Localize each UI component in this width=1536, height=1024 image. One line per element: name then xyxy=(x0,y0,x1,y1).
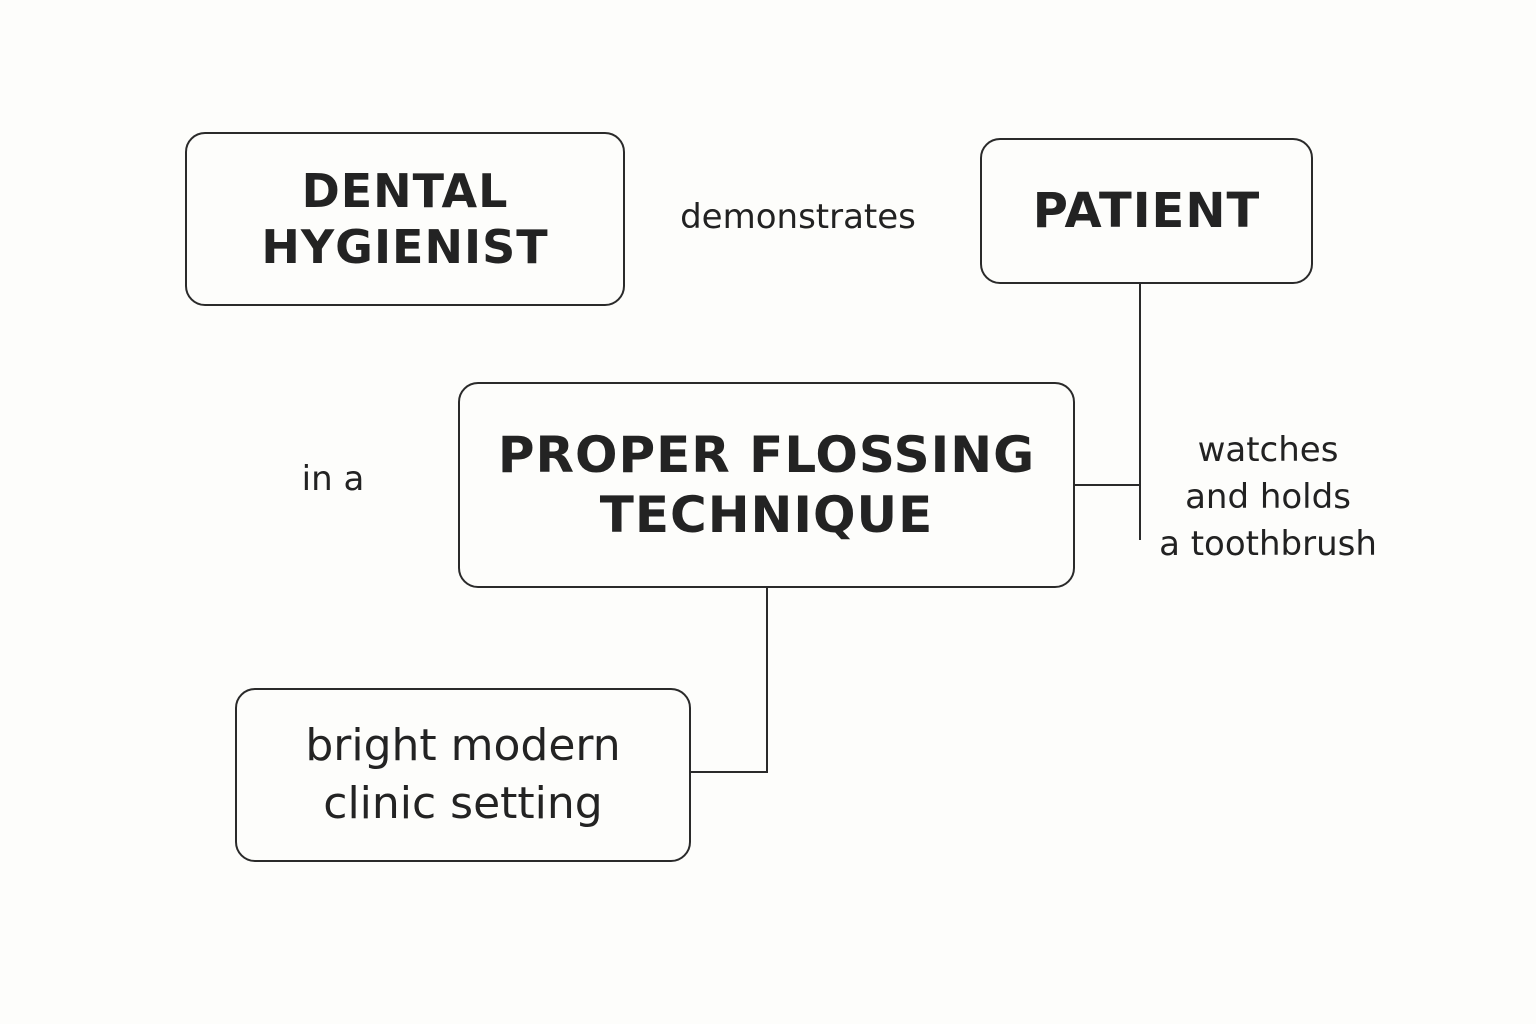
node-dental-hygienist-label: DENTAL HYGIENIST xyxy=(261,164,549,274)
node-patient-label: PATIENT xyxy=(1032,183,1261,239)
connector-technique-to-setting xyxy=(691,587,768,773)
node-proper-flossing-technique: PROPER FLOSSING TECHNIQUE xyxy=(458,382,1075,588)
node-dental-hygienist: DENTAL HYGIENIST xyxy=(185,132,625,306)
edge-label-demonstrates: demonstrates xyxy=(680,197,916,237)
node-proper-flossing-technique-label: PROPER FLOSSING TECHNIQUE xyxy=(497,426,1036,544)
node-patient: PATIENT xyxy=(980,138,1313,284)
edge-label-watches-and-holds: watches and holds a toothbrush xyxy=(1159,430,1377,564)
node-clinic-setting-label: bright modern clinic setting xyxy=(305,720,621,829)
node-clinic-setting: bright modern clinic setting xyxy=(235,688,691,862)
edge-label-in-a: in a xyxy=(301,459,365,499)
